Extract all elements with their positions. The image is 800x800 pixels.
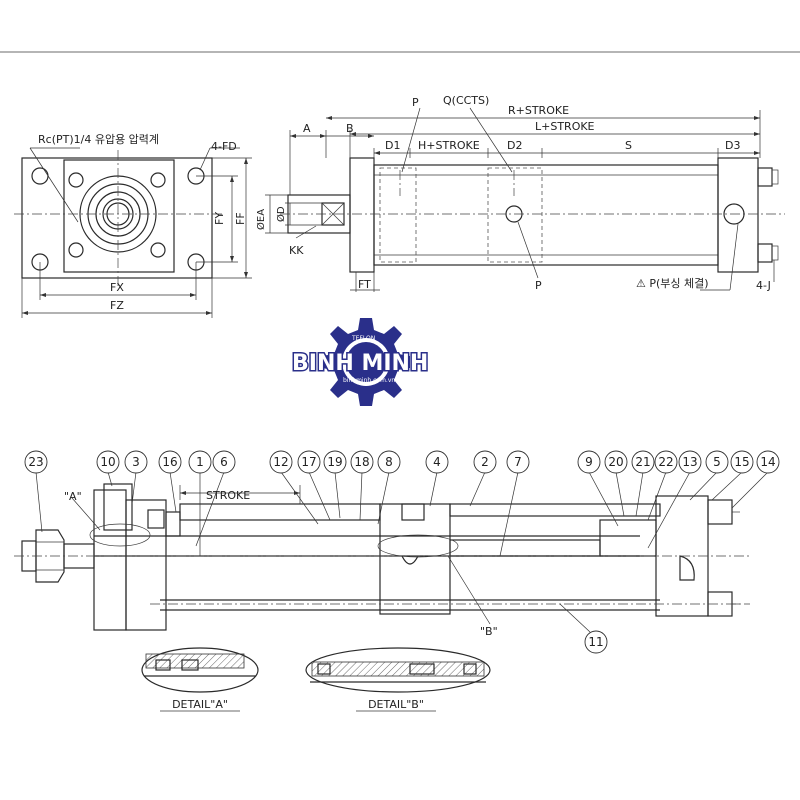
logo-wordmark: BINH MINH xyxy=(292,351,428,376)
stroke-label: STROKE xyxy=(206,489,250,502)
d-diameter-label: ØD xyxy=(275,206,287,222)
part-balloon xyxy=(377,450,401,474)
detail-a-caption: DETAIL"A" xyxy=(172,698,228,711)
part-number: 11 xyxy=(588,635,603,649)
part-balloon xyxy=(730,450,754,474)
logo-sub-text: binhminh.com.vn xyxy=(343,377,395,384)
d2-dimension-label: D2 xyxy=(507,139,522,152)
part-number: 9 xyxy=(585,455,593,469)
p-port-bottom-label: P xyxy=(535,279,542,292)
fy-dimension-label: FY xyxy=(213,212,226,225)
part-number: 3 xyxy=(132,455,140,469)
part-number: 16 xyxy=(162,455,177,469)
part-number: 14 xyxy=(760,455,775,469)
flange-end-view xyxy=(14,147,252,318)
part-balloon xyxy=(297,450,321,474)
part-balloon xyxy=(577,450,601,474)
cylinder-section-view xyxy=(14,471,769,633)
part-number: 15 xyxy=(734,455,749,469)
cylinder-side-view xyxy=(265,107,785,292)
ea-diameter-label: ØEA xyxy=(255,209,267,230)
part-number: 19 xyxy=(327,455,342,469)
part-number: 5 xyxy=(713,455,721,469)
part-balloon xyxy=(158,450,182,474)
part-balloon xyxy=(323,450,347,474)
fz-dimension-label: FZ xyxy=(110,299,124,312)
b-dimension-label: B xyxy=(346,122,354,135)
part-balloon xyxy=(678,450,702,474)
part-balloon xyxy=(124,450,148,474)
part-balloon xyxy=(212,450,236,474)
ft-dimension-label: FT xyxy=(358,278,371,291)
part-balloon xyxy=(188,450,212,474)
p-port-top-label: P xyxy=(412,96,419,109)
part-balloon xyxy=(24,450,48,474)
part-number: 7 xyxy=(514,455,522,469)
part-number: 18 xyxy=(354,455,369,469)
part-number: 8 xyxy=(385,455,393,469)
fx-dimension-label: FX xyxy=(110,281,124,294)
part-balloon xyxy=(631,450,655,474)
part-balloon xyxy=(350,450,374,474)
d3-dimension-label: D3 xyxy=(725,139,740,152)
part-balloon xyxy=(584,630,608,654)
kk-thread-label: KK xyxy=(289,244,304,257)
pressure-port-label: Rc(PT)1/4 유압용 압력계 xyxy=(38,133,159,146)
detail-b-marker: "B" xyxy=(480,625,498,638)
part-balloon xyxy=(604,450,628,474)
binh-minh-logo xyxy=(322,318,410,406)
h-stroke-label: H+STROKE xyxy=(418,139,480,152)
p-bushing-note: ⚠ P(부싱 체결) xyxy=(636,277,709,290)
detail-b-view xyxy=(305,647,491,693)
part-number: 6 xyxy=(220,455,228,469)
d1-dimension-label: D1 xyxy=(385,139,400,152)
s-dimension-label: S xyxy=(625,139,632,152)
part-number: 13 xyxy=(682,455,697,469)
part-number: 2 xyxy=(481,455,489,469)
part-number: 20 xyxy=(608,455,623,469)
detail-a-view xyxy=(141,647,259,693)
flange-hole-label: 4-FD xyxy=(211,140,237,153)
q-ccts-label: Q(CCTS) xyxy=(443,94,489,107)
part-balloon xyxy=(425,450,449,474)
l-stroke-label: L+STROKE xyxy=(535,120,595,133)
j-bolt-label: 4-J xyxy=(756,279,771,292)
part-number: 23 xyxy=(28,455,43,469)
part-number: 17 xyxy=(301,455,316,469)
part-balloon xyxy=(506,450,530,474)
part-balloons xyxy=(24,450,780,654)
part-balloon xyxy=(705,450,729,474)
a-dimension-label: A xyxy=(303,122,311,135)
ff-dimension-label: FF xyxy=(234,212,247,225)
part-number: 10 xyxy=(100,455,115,469)
part-balloon xyxy=(654,450,678,474)
part-balloon xyxy=(473,450,497,474)
part-balloon xyxy=(756,450,780,474)
detail-a-marker: "A" xyxy=(64,490,82,503)
r-stroke-label: R+STROKE xyxy=(508,104,569,117)
part-number: 12 xyxy=(273,455,288,469)
part-number: 22 xyxy=(658,455,673,469)
detail-b-caption: DETAIL"B" xyxy=(368,698,424,711)
part-balloon xyxy=(96,450,120,474)
part-number: 4 xyxy=(433,455,441,469)
part-balloon xyxy=(269,450,293,474)
part-number: 1 xyxy=(196,455,204,469)
logo-arc-text: TEFLON xyxy=(351,335,375,342)
part-number: 21 xyxy=(635,455,650,469)
